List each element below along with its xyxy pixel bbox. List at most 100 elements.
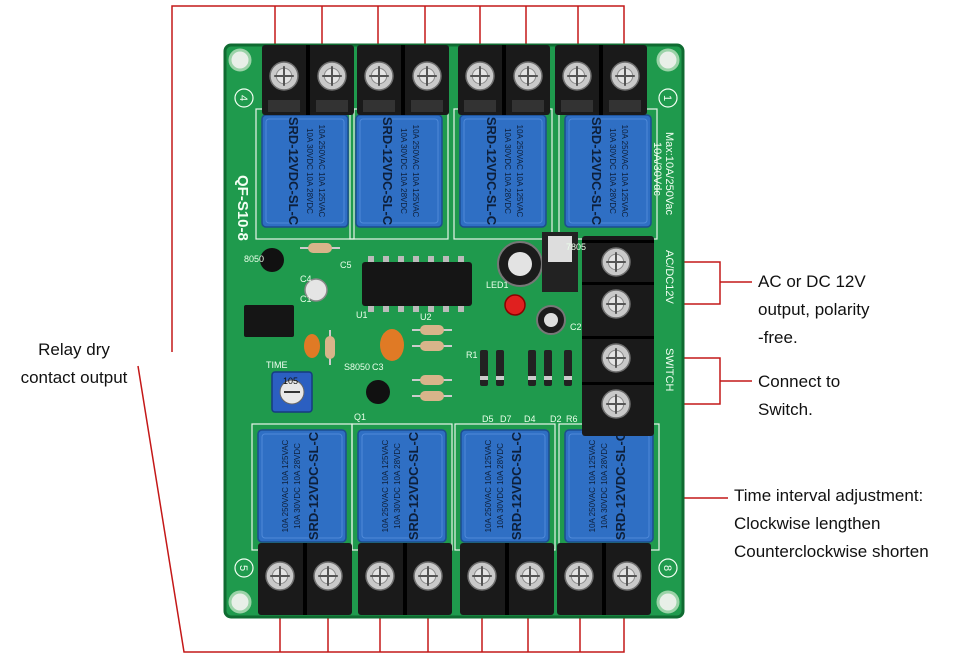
side-terminal-divider: [582, 382, 654, 385]
diode: [544, 350, 552, 386]
ceramic-capacitor: [304, 334, 320, 358]
pot-label: TIME: [266, 360, 288, 370]
corner-number-ring: [658, 88, 678, 108]
terminal-clamp: [512, 100, 544, 112]
screw: [515, 561, 545, 591]
time-adjust-line-2: Clockwise lengthen: [734, 514, 881, 533]
relay-model: SRD-12VDC-SL-C: [509, 431, 524, 540]
terminal-block-top: [357, 45, 449, 115]
relay-body: [564, 429, 654, 543]
screw: [601, 343, 631, 373]
diode: [564, 350, 572, 386]
corner-number: 5: [237, 565, 249, 571]
terminal-divider: [505, 543, 509, 615]
ic-pin: [368, 306, 374, 312]
corner-number-ring: [234, 558, 254, 578]
relay-model: SRD-12VDC-SL-C: [380, 117, 395, 226]
component-label: 7805: [566, 242, 586, 252]
transistor: [366, 380, 390, 404]
screw: [467, 561, 497, 591]
diode-band: [564, 376, 572, 380]
ceramic-capacitor: [380, 329, 404, 361]
max-rating-label: Max:10A/250Vac: [663, 132, 675, 215]
mounting-hole: [656, 590, 680, 614]
ic-pin: [413, 306, 419, 312]
terminal-block-bottom: [258, 543, 352, 615]
switch-terminal-label: SWITCH: [663, 348, 675, 391]
ic-pin: [398, 306, 404, 312]
corner-number: 8: [661, 565, 673, 571]
components: [244, 232, 578, 413]
relay-spec-1: 10A 250VAC 10A 125VAC: [411, 125, 420, 218]
screw: [265, 561, 295, 591]
board-model-label: QF-S10-8: [234, 175, 251, 241]
component-label: D2: [550, 414, 562, 424]
ic-pin: [428, 306, 434, 312]
ic-chip: [362, 262, 472, 306]
relay-spec-2: 10A 30VDC 10A 28VDC: [293, 443, 302, 529]
ic-pin: [413, 256, 419, 262]
terminal-block-top: [458, 45, 550, 115]
relay-body: [261, 114, 349, 228]
diode: [496, 350, 504, 386]
side-terminal-divider: [582, 282, 654, 285]
terminal-clamp: [411, 100, 443, 112]
component-label: C1: [300, 294, 312, 304]
component-label: R1: [466, 350, 478, 360]
ic-pin: [443, 306, 449, 312]
screw: [612, 561, 642, 591]
terminal-blocks: [258, 45, 651, 615]
corner-number-ring: [234, 88, 254, 108]
relay-spec-1: 10A 250VAC 10A 125VAC: [588, 439, 597, 532]
terminal-block-top: [262, 45, 354, 115]
power-output-annotation: AC or DC 12V output, polarity -free.: [758, 268, 870, 352]
screw: [269, 61, 299, 91]
relay-output-line-1: Relay dry: [38, 340, 110, 359]
screw: [564, 561, 594, 591]
regulator-tab: [548, 236, 572, 262]
relay-model: SRD-12VDC-SL-C: [286, 117, 301, 226]
screw: [610, 61, 640, 91]
relay-spec-1: 10A 250VAC 10A 125VAC: [317, 125, 326, 218]
terminal-divider: [401, 45, 405, 115]
terminal-divider: [303, 543, 307, 615]
terminal-divider: [599, 45, 603, 115]
screw: [513, 61, 543, 91]
terminal-block-top: [555, 45, 647, 115]
ic-pin: [458, 306, 464, 312]
terminal-divider: [403, 543, 407, 615]
ic-pin: [383, 256, 389, 262]
terminal-clamp: [561, 100, 593, 112]
terminal-block-bottom: [557, 543, 651, 615]
relay-edge: [265, 118, 345, 224]
screw: [562, 61, 592, 91]
diode-band: [480, 376, 488, 380]
component-label: D5: [482, 414, 494, 424]
switch-line-2: Switch.: [758, 400, 813, 419]
relay-spec-2: 10A 30VDC 10A 28VDC: [305, 128, 314, 214]
relay-model: SRD-12VDC-SL-C: [306, 431, 321, 540]
component-label: C2: [570, 322, 582, 332]
corner-number: 4: [237, 95, 249, 101]
terminal-clamp: [316, 100, 348, 112]
switch-line-1: Connect to: [758, 372, 841, 391]
component-label: R6: [566, 414, 578, 424]
resistor-body: [420, 325, 444, 335]
led: [504, 294, 526, 316]
terminal-clamp: [363, 100, 395, 112]
diode-band: [544, 376, 552, 380]
relay-body: [459, 114, 547, 228]
diode: [528, 350, 536, 386]
screw: [364, 61, 394, 91]
